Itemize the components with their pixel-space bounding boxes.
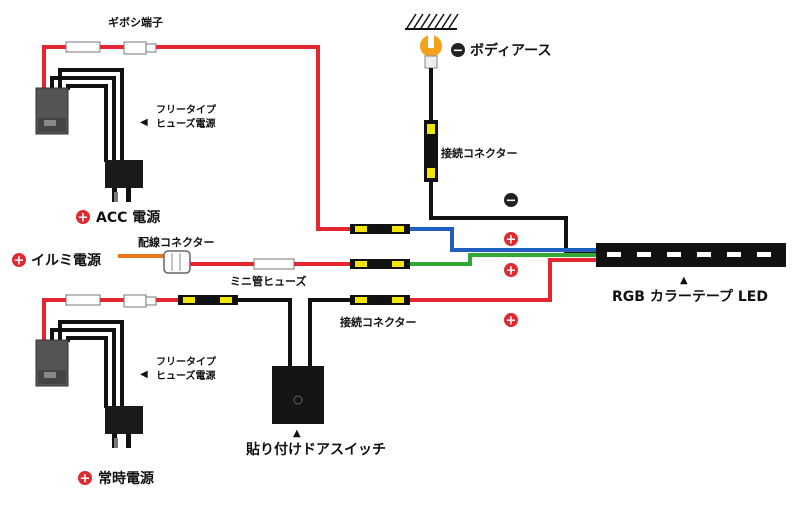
switch-black-wire-2 (308, 298, 350, 368)
svg-text:+: + (506, 264, 517, 279)
label-fuse-top-1: フリータイプ (156, 103, 217, 116)
blue-wire (410, 227, 600, 252)
label-led-tape: RGB カラーテープ LED (612, 289, 768, 305)
connector-row-3 (350, 295, 410, 305)
switch-black-wire-1 (238, 298, 292, 368)
fuse-tap-bottom (35, 298, 143, 448)
minus-badge-earth: − (451, 43, 465, 59)
mini-fuse-symbol (253, 258, 295, 270)
earth-connector (424, 120, 438, 182)
label-door-switch: 貼り付けドアスイッチ (246, 441, 386, 458)
label-illumi-power: イルミ電源 (31, 252, 101, 269)
pointer-door-switch: ▲ (293, 428, 301, 439)
label-fuse-bot-2: ヒューズ電源 (156, 369, 216, 382)
plus-badge-red: + (504, 313, 518, 329)
led-tape (596, 243, 786, 267)
svg-text:+: + (506, 233, 517, 248)
svg-text:−: − (506, 194, 517, 209)
plus-badge-illumi: + (12, 253, 26, 269)
plus-badge-constant: + (78, 471, 92, 487)
svg-text:+: + (80, 472, 91, 487)
label-connect-connector-top: 接続コネクター (441, 146, 518, 160)
label-connect-connector-bottom: 接続コネクター (340, 315, 417, 329)
plus-badge-blue: + (504, 232, 518, 248)
door-switch (272, 366, 324, 424)
plus-badge-acc: + (76, 210, 90, 226)
acc-red-wire (156, 45, 350, 231)
pointer-fuse-top: ◀ (140, 117, 148, 128)
minus-badge-led: − (504, 193, 518, 209)
wiring-connector-symbol (163, 250, 191, 274)
switch-connector (178, 295, 238, 305)
earth-black-wire (429, 68, 600, 254)
svg-text:+: + (14, 254, 25, 269)
green-wire (410, 253, 600, 266)
body-earth-symbol (405, 13, 459, 30)
connector-row-1 (350, 224, 410, 234)
gibosi-terminal-top (65, 41, 157, 55)
label-gibosi-terminal: ギボシ端子 (108, 15, 163, 29)
fuse-tap-top (35, 45, 143, 202)
label-fuse-top-2: ヒューズ電源 (156, 117, 216, 130)
connector-row-2 (350, 259, 410, 269)
red-wire-led (410, 258, 600, 302)
svg-text:+: + (78, 211, 89, 226)
label-body-earth: ボディアース (470, 42, 551, 59)
gibosi-terminal-bottom (65, 294, 157, 308)
label-constant-power: 常時電源 (98, 470, 154, 487)
label-acc-power: ACC 電源 (96, 209, 160, 226)
label-wiring-connector: 配線コネクター (138, 235, 215, 249)
label-mini-fuse: ミニ管ヒューズ (230, 274, 306, 288)
pointer-led: ▲ (680, 275, 688, 286)
svg-text:−: − (453, 44, 464, 59)
earth-terminal (420, 34, 442, 69)
svg-text:+: + (506, 314, 517, 329)
pointer-fuse-bottom: ◀ (140, 369, 148, 380)
plus-badge-green: + (504, 263, 518, 279)
label-fuse-bot-1: フリータイプ (156, 355, 217, 368)
